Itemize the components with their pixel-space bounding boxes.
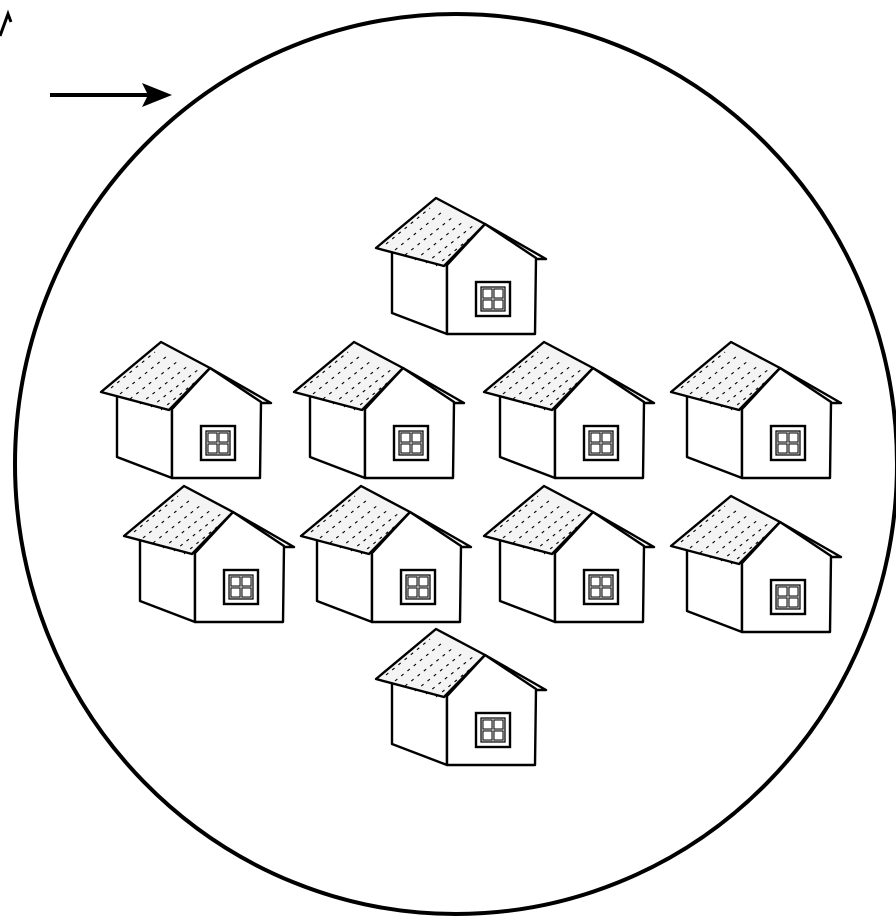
- arrow-right-icon: [50, 83, 172, 107]
- house-icon: [376, 198, 546, 334]
- house-icon: [294, 342, 464, 478]
- house-icon: [301, 486, 471, 622]
- house-icon: [671, 496, 841, 632]
- cropped-letter-fragment: [0, 14, 11, 36]
- houses-cluster: [101, 198, 841, 765]
- house-icon: [484, 486, 654, 622]
- house-icon: [124, 486, 294, 622]
- house-icon: [671, 342, 841, 478]
- house-icon: [484, 342, 654, 478]
- house-icon: [376, 629, 546, 765]
- house-icon: [101, 342, 271, 478]
